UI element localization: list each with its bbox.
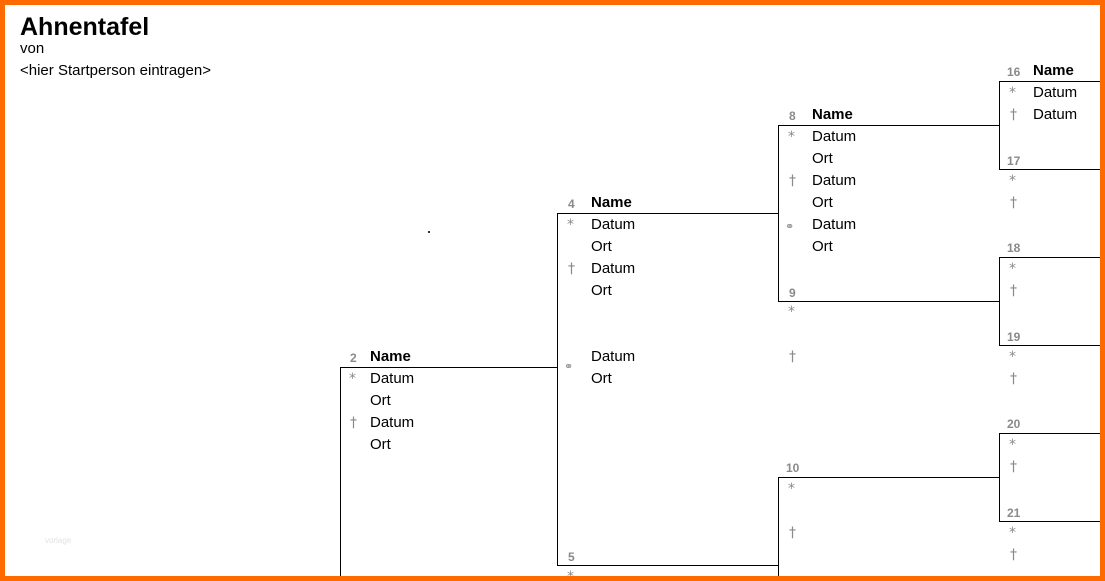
birth-symbol: * xyxy=(1009,261,1016,277)
person-name-8[interactable]: Name xyxy=(812,106,853,123)
connector-17 xyxy=(999,169,1100,170)
birth-place-8[interactable]: Ort xyxy=(812,150,833,167)
death-symbol: † xyxy=(1010,283,1017,299)
connector-2-4 xyxy=(340,367,557,368)
marriage-place-4[interactable]: Ort xyxy=(591,370,612,387)
death-symbol: † xyxy=(1010,195,1017,211)
birth-place-4[interactable]: Ort xyxy=(591,238,612,255)
birth-symbol: * xyxy=(1009,349,1016,365)
person-number-9: 9 xyxy=(789,286,796,300)
bracket-16-17 xyxy=(999,81,1000,169)
birth-symbol: * xyxy=(1009,85,1016,101)
death-symbol: † xyxy=(1010,107,1017,123)
person-number-2: 2 xyxy=(350,351,357,365)
person-number-18: 18 xyxy=(1007,241,1021,255)
death-symbol: † xyxy=(789,525,796,541)
connector-20 xyxy=(999,433,1100,434)
bracket-2 xyxy=(340,367,341,576)
watermark: vorlage xyxy=(45,536,72,545)
birth-place-2[interactable]: Ort xyxy=(370,392,391,409)
connector-8-16 xyxy=(778,125,999,126)
death-symbol: † xyxy=(789,349,796,365)
bracket-4-5 xyxy=(557,213,558,565)
person-number-4: 4 xyxy=(568,197,575,211)
marriage-symbol: ⚭ xyxy=(785,572,795,581)
birth-symbol: * xyxy=(349,371,356,387)
death-symbol: † xyxy=(1010,547,1017,563)
person-number-17: 17 xyxy=(1007,154,1021,168)
death-symbol: † xyxy=(1010,371,1017,387)
birth-symbol: * xyxy=(567,569,574,581)
death-symbol: † xyxy=(568,261,575,277)
bracket-20-21 xyxy=(999,433,1000,521)
bracket-10-11 xyxy=(778,477,779,576)
birth-symbol: * xyxy=(788,481,795,497)
person-name-16[interactable]: Name xyxy=(1033,62,1074,79)
death-date-4[interactable]: Datum xyxy=(591,260,636,277)
marriage-date-4[interactable]: Datum xyxy=(591,348,636,365)
connector-21 xyxy=(999,521,1100,522)
death-place-4[interactable]: Ort xyxy=(591,282,612,299)
birth-symbol: * xyxy=(567,217,574,233)
birth-symbol: * xyxy=(788,304,795,320)
birth-date-2[interactable]: Datum xyxy=(370,370,415,387)
person-number-19: 19 xyxy=(1007,330,1021,344)
page-title: Ahnentafel xyxy=(20,13,150,41)
person-number-20: 20 xyxy=(1007,417,1021,431)
person-number-10: 10 xyxy=(786,461,800,475)
bracket-8-9 xyxy=(778,125,779,301)
connector-19 xyxy=(999,345,1100,346)
birth-symbol: * xyxy=(1009,525,1016,541)
marriage-place-8[interactable]: Ort xyxy=(812,238,833,255)
connector-18 xyxy=(999,257,1100,258)
person-number-5: 5 xyxy=(568,550,575,564)
birth-date-8[interactable]: Datum xyxy=(812,128,857,145)
death-date-2[interactable]: Datum xyxy=(370,414,415,431)
person-number-8: 8 xyxy=(789,109,796,123)
death-date-8[interactable]: Datum xyxy=(812,172,857,189)
death-place-8[interactable]: Ort xyxy=(812,194,833,211)
birth-date-4[interactable]: Datum xyxy=(591,216,636,233)
marriage-symbol: ⚭ xyxy=(785,220,795,233)
marriage-date-8[interactable]: Datum xyxy=(812,216,857,233)
pedigree-sheet: Ahnentafel von <hier Startperson eintrag… xyxy=(5,5,1100,581)
page-subtitle: von xyxy=(20,40,45,57)
bracket-18-19 xyxy=(999,257,1000,345)
person-name-4[interactable]: Name xyxy=(591,194,632,211)
person-number-16: 16 xyxy=(1007,65,1021,79)
death-symbol: † xyxy=(789,173,796,189)
death-symbol: † xyxy=(350,415,357,431)
death-place-2[interactable]: Ort xyxy=(370,436,391,453)
connector-9-18 xyxy=(778,301,999,302)
death-date-16[interactable]: Datum xyxy=(1033,106,1078,123)
birth-symbol: * xyxy=(1009,437,1016,453)
connector-5-10 xyxy=(557,565,778,566)
birth-symbol: * xyxy=(788,129,795,145)
connector-4-8 xyxy=(557,213,778,214)
stray-dot xyxy=(428,231,430,233)
person-number-21: 21 xyxy=(1007,506,1021,520)
connector-10-20 xyxy=(778,477,999,478)
birth-date-16[interactable]: Datum xyxy=(1033,84,1078,101)
person-name-2[interactable]: Name xyxy=(370,348,411,365)
birth-symbol: * xyxy=(1009,173,1016,189)
start-person-field[interactable]: <hier Startperson eintragen> xyxy=(20,62,211,79)
marriage-symbol: ⚭ xyxy=(564,360,574,373)
connector-16 xyxy=(999,81,1100,82)
death-symbol: † xyxy=(1010,459,1017,475)
